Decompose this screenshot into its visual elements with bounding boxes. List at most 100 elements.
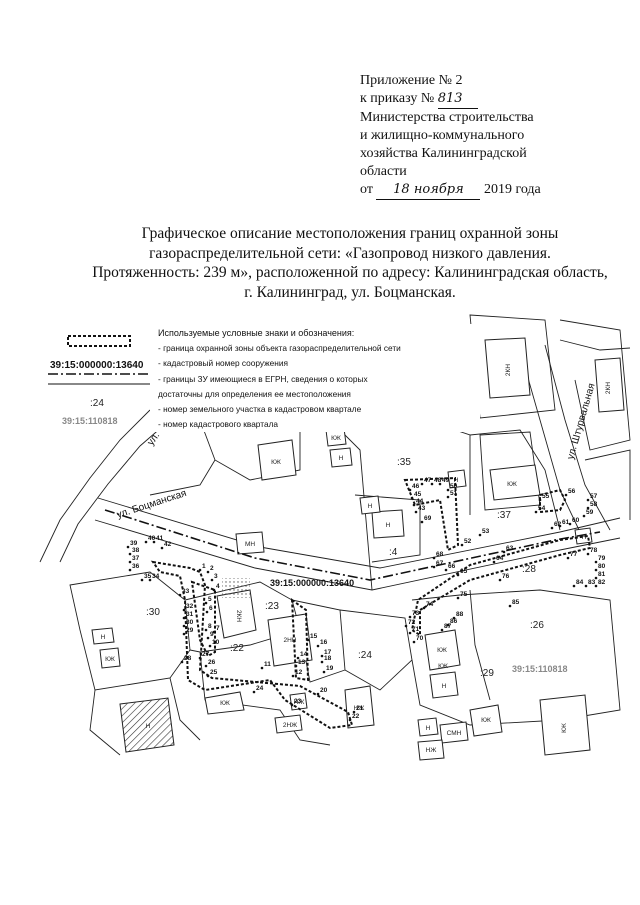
parcel-number: :29: [480, 668, 494, 679]
boundary-point: [322, 670, 326, 674]
parcel-number: :22: [230, 643, 244, 654]
legend-quarter-sample: 39:15:110818: [62, 416, 118, 426]
boundary-point: [456, 596, 460, 600]
boundary-point-label: 16: [320, 639, 328, 646]
boundary-point-label: 60: [572, 517, 580, 524]
boundary-point: [320, 654, 324, 658]
boundary-point-label: 66: [448, 563, 456, 570]
boundary-point: [182, 616, 186, 620]
boundary-point-label: 5: [208, 596, 212, 603]
boundary-point: [140, 578, 144, 582]
building-label: Н: [386, 522, 391, 529]
order-prefix: к приказу №: [360, 91, 435, 106]
boundary-point: [446, 495, 450, 499]
parcel-number: :24: [358, 650, 372, 661]
building-label: КЖ: [561, 723, 568, 733]
boundary-point: [438, 482, 442, 486]
title-line-2: газораспределительной сети: «Газопровод …: [149, 244, 551, 262]
boundary-point: [178, 593, 182, 597]
boundary-point-label: 43: [418, 505, 426, 512]
boundary-point-label: 53: [482, 528, 490, 535]
boundary-point-label: 78: [590, 547, 598, 554]
boundary-point: [306, 638, 310, 642]
boundary-point-label: 3: [214, 573, 218, 580]
boundary-point: [126, 545, 130, 549]
building-label: 2КН: [235, 610, 242, 622]
boundary-point-label: 25: [210, 669, 218, 676]
legend-heading: Используемые условные знаки и обозначени…: [158, 328, 354, 338]
building-label: КЖ: [220, 700, 230, 707]
boundary-point: [430, 482, 434, 486]
boundary-point-label: 17: [324, 649, 332, 656]
boundary-point: [444, 568, 448, 572]
boundary-point-label: 62: [554, 521, 562, 528]
legend-cadastral-sample: 39:15:000000:13640: [50, 360, 144, 371]
structure-id-label: 39:15:000000:13640: [270, 578, 354, 588]
legend-item: - номер земельного участка в кадастровом…: [158, 404, 362, 414]
order-line: к приказу № 813: [360, 90, 630, 109]
boundary-point: [594, 576, 598, 580]
boundary-point-label: 41: [156, 535, 164, 542]
boundary-point: [182, 624, 186, 628]
boundary-point: [212, 630, 216, 634]
street-lines: [39, 339, 631, 591]
boundary-point-label: 10: [212, 639, 220, 646]
boundary-point: [198, 568, 202, 572]
boundary-point-label: 37: [132, 555, 140, 562]
building-label: Н: [339, 455, 344, 462]
boundary-point: [594, 568, 598, 572]
boundary-point: [572, 584, 576, 588]
boundary-point: [432, 556, 436, 560]
boundary-point: [534, 510, 538, 514]
boundary-point: [414, 510, 418, 514]
boundary-point-label: 61: [562, 519, 570, 526]
boundary-point-label: 52: [464, 538, 472, 545]
boundary-point-label: 7: [216, 625, 220, 632]
boundary-point-label: 80: [598, 563, 606, 570]
building-label: 2НН: [283, 637, 296, 644]
legend-item: - границы ЗУ имеющиеся в ЕГРН, сведения …: [158, 374, 368, 384]
building-mn: [235, 531, 265, 555]
boundary-point-label: 69: [424, 515, 432, 522]
boundary-point-label: 86: [450, 618, 458, 625]
boundary-point: [502, 550, 506, 554]
boundary-point-label: 50: [450, 483, 458, 490]
structure-centerline: [104, 509, 601, 581]
boundary-point-label: 21: [356, 705, 364, 712]
boundary-point: [420, 482, 424, 486]
boundary-point-label: 74: [426, 601, 434, 608]
boundary-point-label: 30: [186, 619, 194, 626]
boundary-point: [204, 601, 208, 605]
boundary-point-label: 83: [588, 579, 596, 586]
boundary-point: [550, 526, 554, 530]
boundary-point: [206, 636, 210, 640]
cadastral-map: КЖ Н МН 2КН 2НН КЖ Н КЖ НЖ Н КЖ 2КН 2КН …: [39, 314, 631, 761]
parcel-number: :28: [522, 564, 536, 575]
legend: Используемые условные знаки и обозначени…: [48, 324, 480, 432]
boundary-point-label: 6: [209, 605, 213, 612]
boundary-point: [204, 628, 208, 632]
boundary-point: [412, 640, 416, 644]
building-label: КЖ: [331, 435, 341, 442]
boundary-point: [408, 615, 412, 619]
boundary-point: [180, 660, 184, 664]
boundary-point: [508, 604, 512, 608]
building-label: КЖ: [271, 459, 281, 466]
building-label: Н: [582, 534, 587, 541]
boundary-point: [456, 573, 460, 577]
protection-zone-boundary: [150, 476, 592, 730]
boundary-point-label: 82: [598, 579, 606, 586]
boundary-point-label: 2: [210, 565, 214, 572]
boundary-point-label: 14: [300, 651, 308, 658]
boundary-point-label: 39: [130, 540, 138, 547]
building-label: 2НЖ: [283, 722, 297, 729]
boundary-point-label: 75: [460, 591, 468, 598]
boundary-point: [316, 644, 320, 648]
boundary-point-label: 67: [436, 560, 444, 567]
legend-zone-symbol: [67, 335, 131, 347]
boundary-point: [446, 488, 450, 492]
building-label: Н: [442, 683, 447, 690]
boundary-point: [316, 692, 320, 696]
boundary-point: [432, 565, 436, 569]
boundary-point-label: 81: [598, 571, 606, 578]
